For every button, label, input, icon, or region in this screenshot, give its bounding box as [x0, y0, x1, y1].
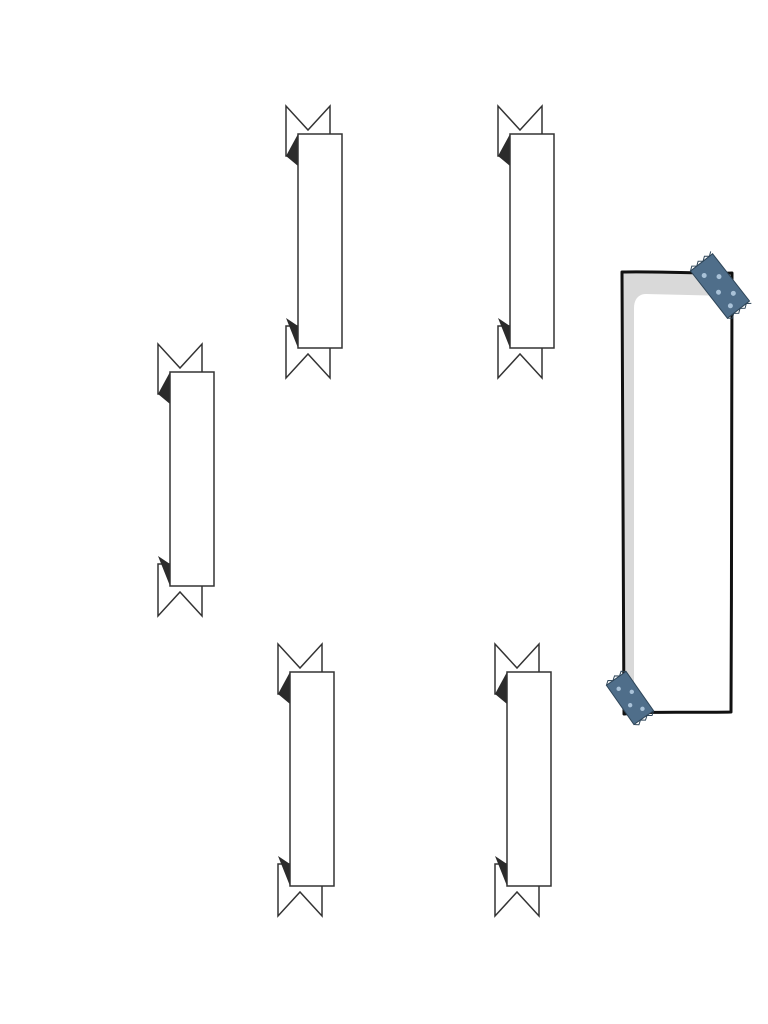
- ribbon-band: [289, 671, 335, 887]
- ribbon-fold-top: [278, 672, 290, 704]
- banner-ribbon: [272, 634, 342, 934]
- washi-tape-icon: [605, 670, 655, 726]
- ribbon-band: [506, 671, 552, 887]
- ribbon-fold-top: [286, 134, 298, 166]
- taped-note-card: [605, 251, 752, 726]
- ribbon-fold-top: [495, 672, 507, 704]
- banner-ribbon: [492, 96, 562, 396]
- ribbon-fold-bottom: [498, 318, 510, 348]
- banner-ribbon: [152, 334, 222, 634]
- ribbon-band: [297, 133, 343, 349]
- banner-ribbon: [280, 96, 350, 396]
- note-card-shadow: [622, 272, 730, 708]
- ribbon-fold-bottom: [286, 318, 298, 348]
- washi-tape-icon: [689, 251, 752, 319]
- ribbon-fold-top: [498, 134, 510, 166]
- ribbon-fold-bottom: [278, 856, 290, 886]
- ribbon-fold-bottom: [495, 856, 507, 886]
- ribbon-fold-bottom: [158, 556, 170, 586]
- banner-ribbon: [489, 634, 559, 934]
- note-card-outline: [620, 270, 734, 716]
- ribbon-fold-top: [158, 372, 170, 404]
- ribbon-band: [169, 371, 215, 587]
- ribbon-band: [509, 133, 555, 349]
